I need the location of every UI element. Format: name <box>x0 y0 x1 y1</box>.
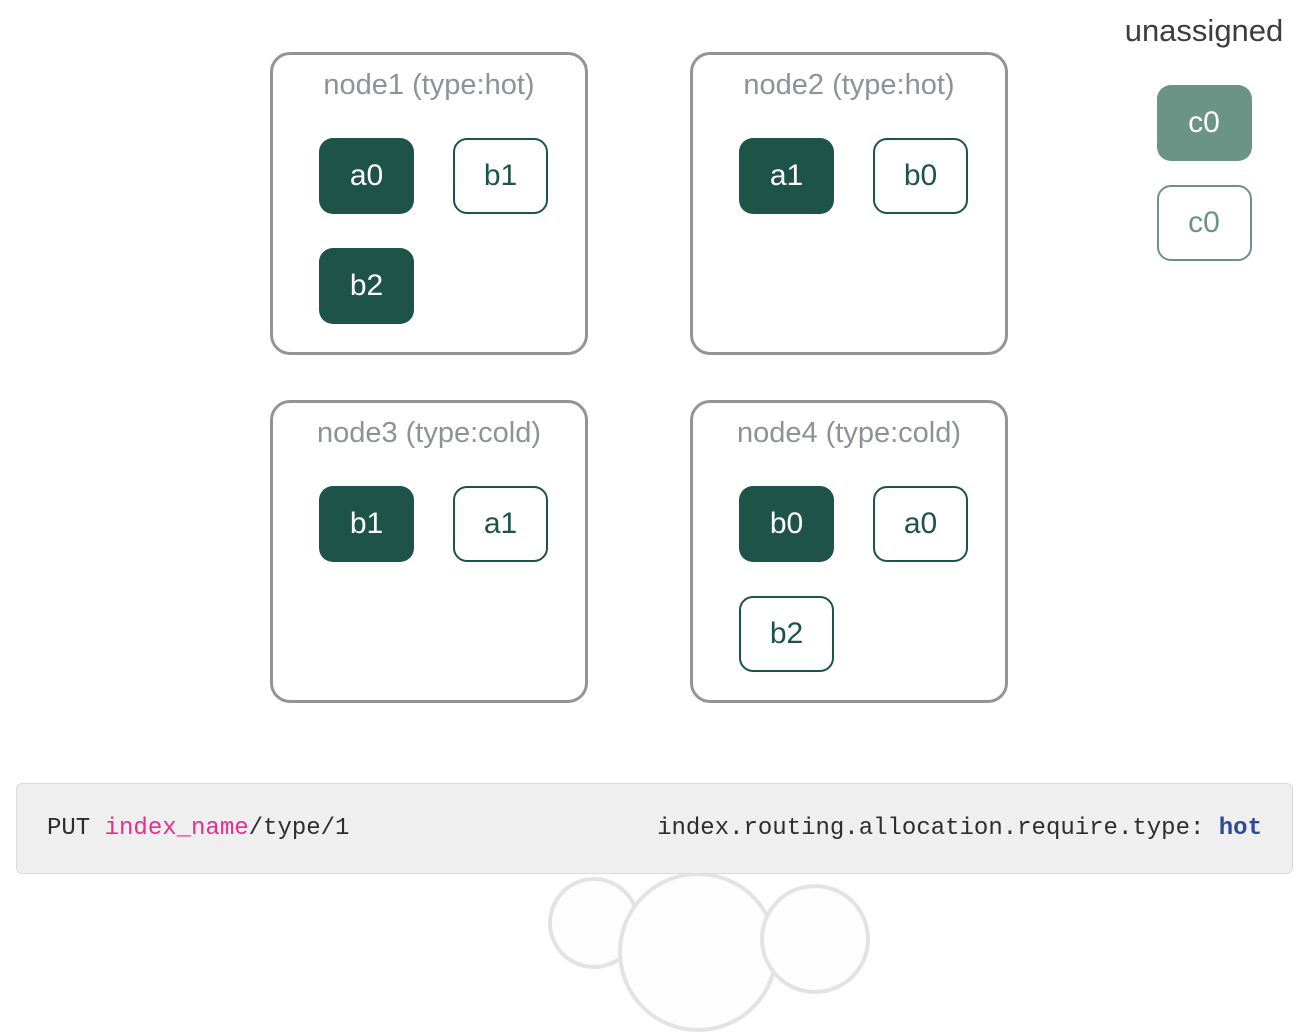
cloud-bump <box>618 872 778 1032</box>
code-setting-key: index.routing.allocation.require.type: <box>657 815 1219 842</box>
shard-a0-replica: a0 <box>873 486 968 562</box>
node2-box: node2 (type:hot) a1 b0 <box>690 52 1008 355</box>
shard-b0-primary: b0 <box>739 486 834 562</box>
node2-title: node2 (type:hot) <box>743 69 955 101</box>
node3-title: node3 (type:cold) <box>316 417 542 449</box>
node4-title: node4 (type:cold) <box>736 417 962 449</box>
unassigned-column: unassigned c0 c0 <box>1108 14 1300 261</box>
shard-b1-primary: b1 <box>319 486 414 562</box>
shard-c0-primary: c0 <box>1156 85 1252 161</box>
node3-box: node3 (type:cold) b1 a1 <box>270 400 588 703</box>
shard-a0-primary: a0 <box>319 138 414 214</box>
shard-allocation-diagram: node1 (type:hot) a0 b1 b2 node2 (type:ho… <box>16 14 1300 1032</box>
unassigned-shards: c0 c0 <box>1108 85 1300 261</box>
node1-title: node1 (type:hot) <box>323 69 535 101</box>
node3-shards: b1 a1 <box>319 486 585 562</box>
code-method: PUT <box>47 815 105 842</box>
cloud-bump <box>760 884 870 994</box>
shard-b0-replica: b0 <box>873 138 968 214</box>
shard-b1-replica: b1 <box>453 138 548 214</box>
unassigned-title: unassigned <box>1124 13 1284 48</box>
code-index-name: index_name <box>104 815 249 842</box>
code-routing-setting: index.routing.allocation.require.type: h… <box>657 815 1262 842</box>
code-path-rest: /type/1 <box>248 815 350 842</box>
code-put-request: PUT index_name/type/1 <box>47 815 349 842</box>
shard-c0-replica: c0 <box>1156 185 1252 261</box>
shard-a1-replica: a1 <box>453 486 548 562</box>
shard-b2-replica: b2 <box>739 596 834 672</box>
shard-a1-primary: a1 <box>739 138 834 214</box>
shard-b2-primary: b2 <box>319 248 414 324</box>
node4-box: node4 (type:cold) b0 a0 b2 <box>690 400 1008 703</box>
code-bar: PUT index_name/type/1 index.routing.allo… <box>16 783 1293 874</box>
node2-shards: a1 b0 <box>739 138 1005 214</box>
code-setting-value: hot <box>1218 815 1262 842</box>
node1-shards: a0 b1 b2 <box>319 138 585 324</box>
node1-box: node1 (type:hot) a0 b1 b2 <box>270 52 588 355</box>
node4-shards: b0 a0 b2 <box>739 486 1005 672</box>
